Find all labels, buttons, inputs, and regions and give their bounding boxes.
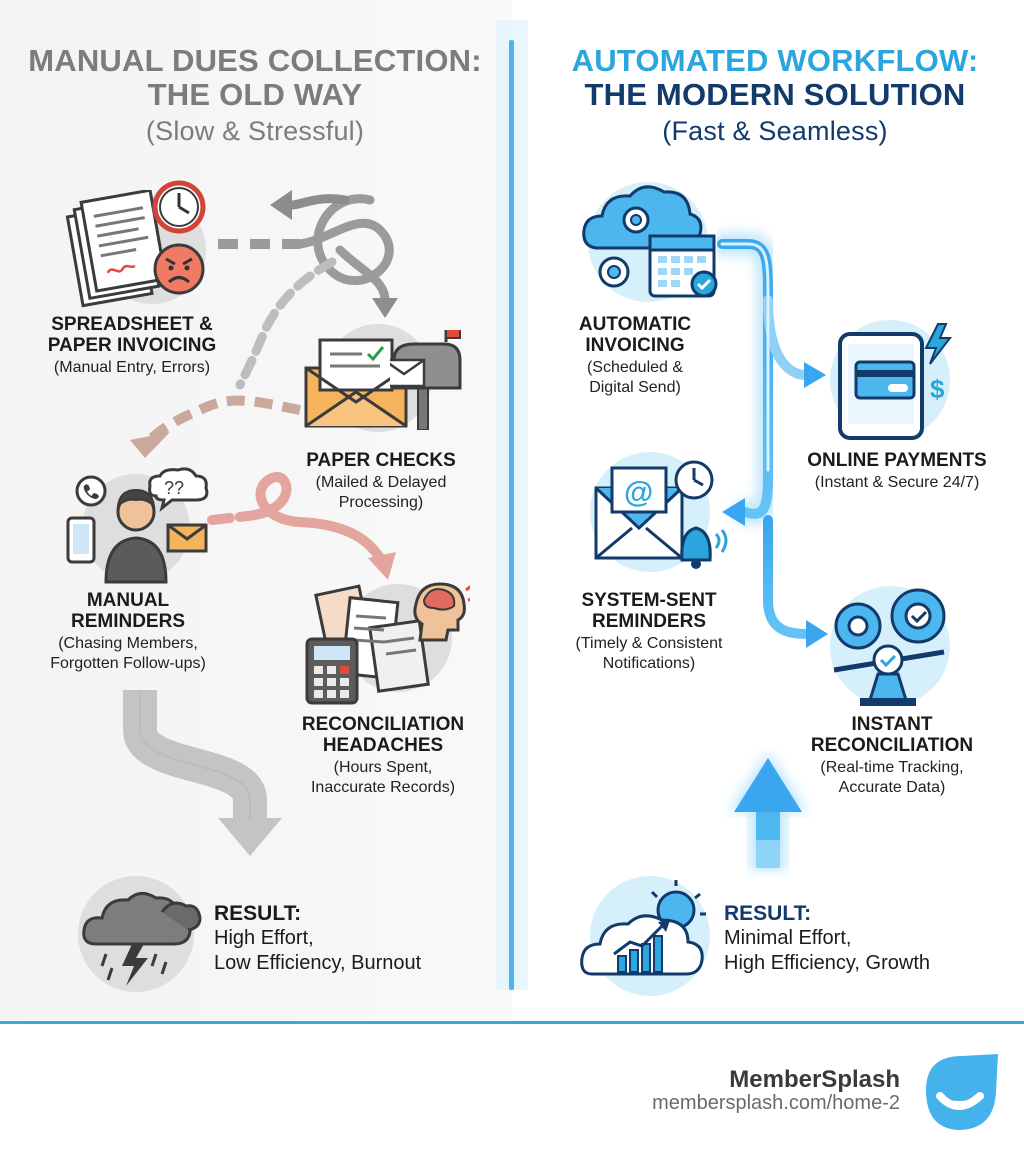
email-clock-bell-icon: @	[584, 448, 734, 578]
step-automatic-invoicing: AUTOMATIC INVOICING (Scheduled & Digital…	[550, 314, 720, 398]
step-title-line2: PAPER INVOICING	[47, 335, 217, 356]
footer-divider	[0, 1021, 1024, 1024]
step-title: MANUAL	[86, 590, 170, 611]
headache-head-icon	[410, 578, 470, 648]
svg-text:??: ??	[164, 478, 184, 498]
step-title: ONLINE PAYMENTS	[807, 450, 987, 471]
clock-icon	[152, 180, 206, 234]
svg-text:$: $	[930, 374, 945, 404]
right-header-line1: AUTOMATED WORKFLOW:	[571, 43, 979, 78]
result-right: RESULT: Minimal Effort, High Efficiency,…	[724, 902, 1014, 976]
result-description: Minimal Effort, High Efficiency, Growth	[724, 927, 931, 974]
envelope-icon	[166, 522, 208, 554]
cloud-gear-calendar-icon	[578, 176, 728, 306]
left-header-line1: MANUAL DUES COLLECTION:	[28, 43, 482, 78]
step-title: RECONCILIATION	[301, 714, 465, 735]
step-description: (Hours Spent, Inaccurate Records)	[310, 759, 456, 796]
step-description: (Scheduled & Digital Send)	[586, 359, 684, 396]
left-header-line2: THE OLD WAY	[147, 77, 363, 112]
left-header: MANUAL DUES COLLECTION: THE OLD WAY (Slo…	[20, 44, 490, 148]
step-description: (Instant & Secure 24/7)	[814, 474, 980, 491]
phone-icon	[74, 474, 108, 508]
step-title: SYSTEM-SENT	[581, 590, 717, 611]
step-spreadsheet-invoicing: SPREADSHEET & PAPER INVOICING (Manual En…	[12, 314, 252, 378]
step-instant-reconciliation: INSTANT RECONCILIATION (Real-time Tracki…	[792, 714, 992, 798]
step-paper-checks: PAPER CHECKS (Mailed & Delayed Processin…	[276, 450, 486, 513]
svg-text:@: @	[624, 476, 653, 509]
step-title: SPREADSHEET &	[51, 314, 213, 335]
result-description: High Effort, Low Efficiency, Burnout	[214, 927, 422, 974]
tablet-card-icon: $	[826, 316, 966, 446]
step-online-payments: ONLINE PAYMENTS (Instant & Secure 24/7)	[782, 450, 1012, 493]
result-label: RESULT:	[724, 902, 812, 925]
sun-cloud-growth-icon	[578, 870, 718, 1000]
right-header: AUTOMATED WORKFLOW: THE MODERN SOLUTION …	[540, 44, 1010, 148]
step-manual-reminders: MANUAL REMINDERS (Chasing Members, Forgo…	[20, 590, 236, 674]
step-title-line2: INVOICING	[585, 335, 685, 356]
gears-scale-icon	[826, 582, 966, 712]
result-left: RESULT: High Effort, Low Efficiency, Bur…	[214, 902, 494, 976]
result-label: RESULT:	[214, 902, 302, 925]
step-title-line2: RECONCILIATION	[810, 735, 974, 756]
left-header-subtitle: (Slow & Stressful)	[145, 116, 365, 146]
calculator-icon	[304, 636, 360, 706]
right-header-subtitle: (Fast & Seamless)	[662, 116, 888, 146]
step-description: (Manual Entry, Errors)	[53, 359, 211, 376]
step-description: (Mailed & Delayed Processing)	[315, 474, 447, 511]
step-title-line2: REMINDERS	[70, 611, 185, 632]
step-reconciliation-headaches: RECONCILIATION HEADACHES (Hours Spent, I…	[280, 714, 486, 798]
step-title: PAPER CHECKS	[306, 450, 456, 471]
question-bubble-icon: ??	[146, 466, 212, 516]
right-header-line2: THE MODERN SOLUTION	[584, 77, 966, 112]
step-title: AUTOMATIC	[578, 314, 692, 335]
step-description: (Real-time Tracking, Accurate Data)	[820, 759, 964, 796]
step-description: (Chasing Members, Forgotten Follow-ups)	[50, 635, 206, 672]
step-title-line2: REMINDERS	[591, 611, 706, 632]
brand-url[interactable]: membersplash.com/home-2	[652, 1092, 900, 1114]
brand-name: MemberSplash	[729, 1066, 900, 1093]
step-description: (Timely & Consistent Notifications)	[575, 635, 723, 672]
storm-cloud-icon	[76, 874, 206, 994]
angry-face-icon	[152, 242, 206, 296]
mailbox-icon	[390, 330, 466, 430]
membersplash-logo-icon	[918, 1050, 1004, 1139]
step-title-line2: HEADACHES	[322, 735, 444, 756]
step-title: INSTANT	[851, 714, 933, 735]
step-system-sent-reminders: SYSTEM-SENT REMINDERS (Timely & Consiste…	[552, 590, 746, 674]
